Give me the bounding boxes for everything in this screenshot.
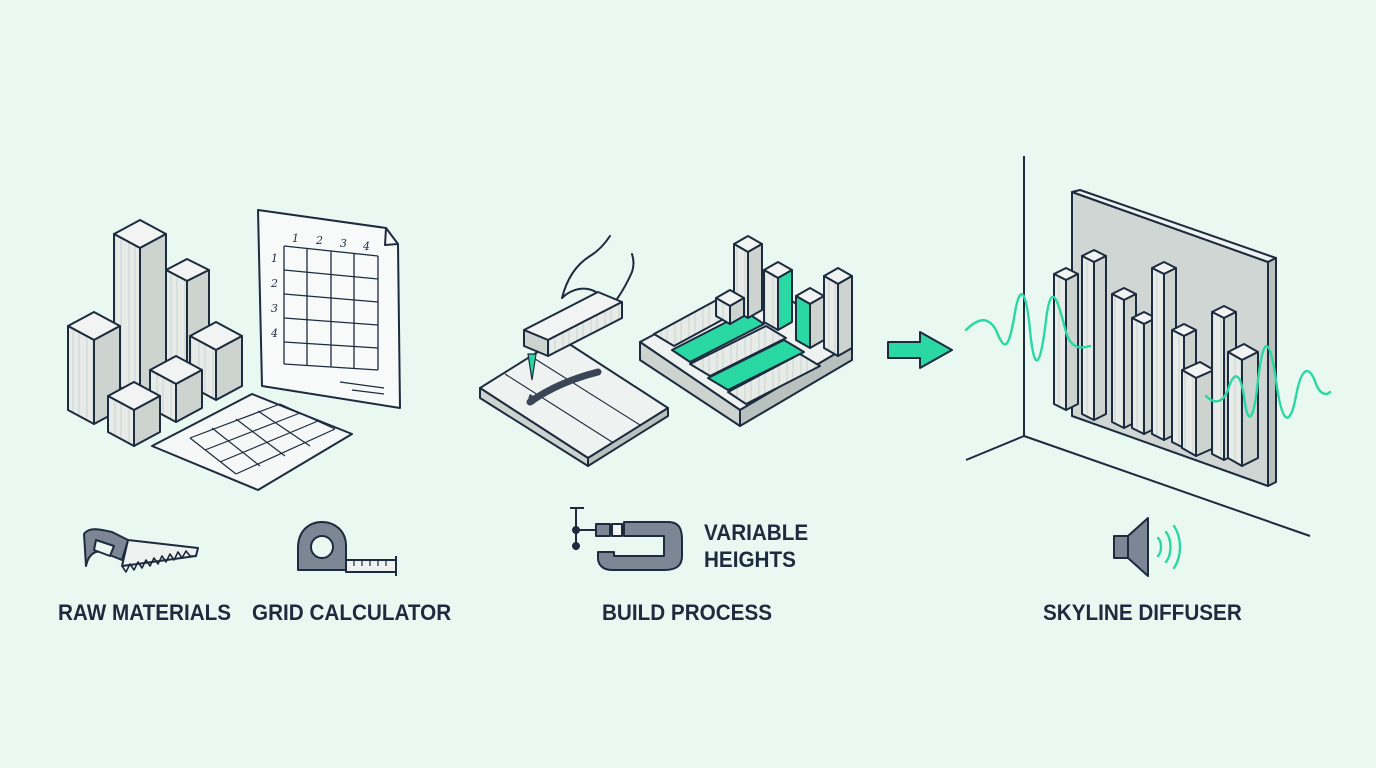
grid-sheet-standing — [257, 209, 401, 409]
grid-col-number: 2 — [315, 234, 323, 247]
variable-heights-label: VARIABLE HEIGHTS — [704, 519, 808, 573]
skyline-diffuser-label: SKYLINE DIFFUSER — [1043, 600, 1242, 625]
raw-materials-label: RAW MATERIALS — [58, 600, 232, 625]
grid-row-number: 1 — [271, 252, 278, 265]
saw-icon — [83, 528, 199, 573]
speaker-icon — [1113, 517, 1182, 577]
tape-measure-icon — [297, 521, 397, 576]
sound-wave — [964, 293, 1332, 419]
grid-numbers: 1 2 3 4 1 2 3 4 — [270, 232, 370, 340]
wood-stick — [523, 291, 623, 357]
variable-heights-line1: VARIABLE — [704, 520, 809, 545]
arrow-right-icon — [887, 331, 953, 369]
clamp-icon — [570, 507, 683, 571]
wood-block-right — [189, 321, 243, 401]
block-assembly — [639, 235, 853, 427]
wood-blocks — [67, 219, 243, 447]
glue-board — [479, 337, 669, 467]
wood-block-front — [107, 381, 161, 447]
grid-row-number: 4 — [270, 327, 278, 340]
grid-sheet-flat — [151, 393, 353, 491]
glue-drop — [527, 353, 537, 405]
build-process-label: BUILD PROCESS — [602, 600, 773, 625]
grid-col-number: 3 — [340, 237, 347, 250]
grid-col-number: 4 — [362, 240, 370, 253]
grid-row-number: 3 — [271, 302, 278, 315]
grid-calculator-label: GRID CALCULATOR — [252, 600, 452, 625]
variable-heights-line2: HEIGHTS — [704, 547, 796, 572]
grid-row-number: 2 — [270, 277, 278, 290]
wood-block-mid — [149, 355, 203, 423]
grid-col-number: 1 — [292, 232, 299, 245]
